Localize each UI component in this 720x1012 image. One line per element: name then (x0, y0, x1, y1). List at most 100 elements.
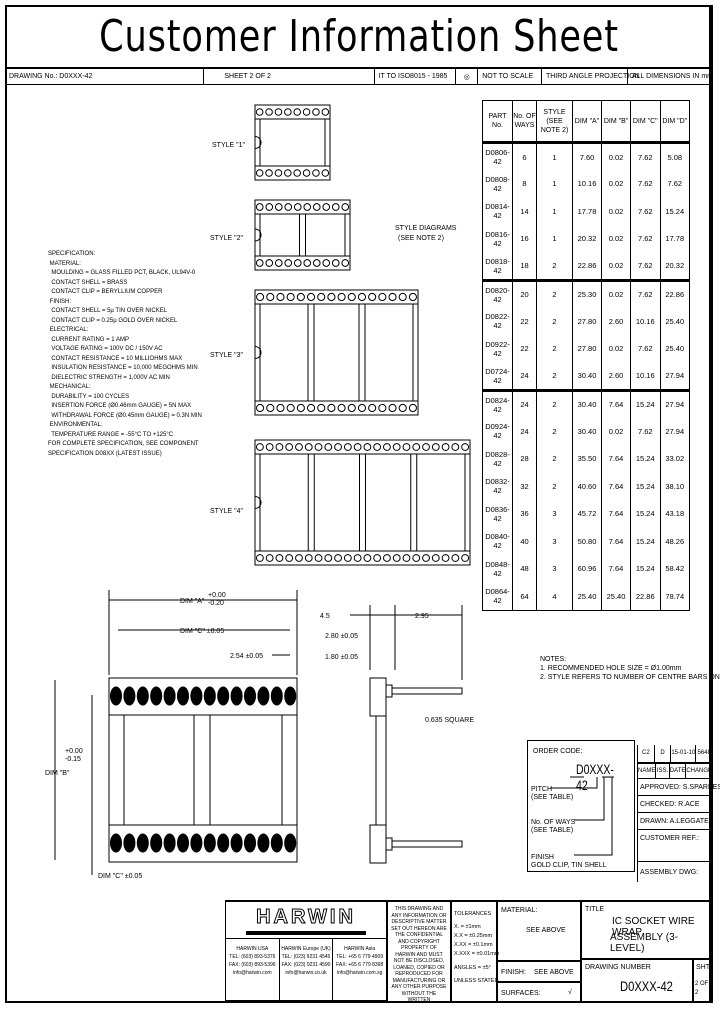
material-value: SEE ABOVE (526, 927, 566, 934)
table-cell: 50.80 (571, 527, 603, 555)
spec-line: INSERTION FORCE (Ø0.46mm GAUGE) = 5N MAX (48, 403, 192, 409)
table-cell: 24 (512, 388, 537, 418)
sheet-value: 2 OF 2 (695, 981, 709, 996)
revision-cell: C2 (637, 745, 654, 762)
table-cell: 2 (536, 252, 573, 280)
office-line: FAX: (023) 9231 4590 (281, 962, 331, 968)
info-row: DRAWING No.: D0XXX-42 SHEET 2 OF 2 IT TO… (5, 67, 713, 85)
tolerance-line: X.X = ±0.25mm (454, 933, 493, 939)
table-cell: 22.86 (659, 278, 690, 308)
pin (123, 833, 136, 853)
pin (177, 833, 189, 853)
pin (451, 443, 460, 451)
pin (230, 686, 243, 706)
tolerance-line: UNLESS STATED (454, 978, 499, 984)
spec-line: CONTACT CLIP = 0.25µ GOLD OVER NICKEL (48, 317, 178, 324)
spec-line: ELECTRICAL: (48, 327, 89, 333)
table-cell: 5.08 (659, 142, 690, 170)
table-cell: 7.62 (630, 335, 661, 363)
office-line: info@harwin.com.sg (336, 970, 383, 976)
table-cell: 2.60 (601, 362, 632, 390)
drawing-number: DRAWING No.: D0XXX-42 (5, 69, 205, 84)
table-cell: 22 (512, 335, 537, 363)
table-cell: 58.42 (659, 555, 690, 583)
socket-style-drawing (254, 104, 331, 181)
table-cell: 32 (512, 472, 537, 500)
order-finish-note: GOLD CLIP, TIN SHELL (531, 862, 607, 869)
table-cell: 35.50 (571, 445, 603, 473)
revision-cell: NAME (637, 764, 655, 778)
table-cell: 20 (512, 278, 537, 308)
pin (302, 108, 311, 116)
table-cell: 7.62 (630, 142, 661, 170)
drawing-number-cell: DRAWING NUMBER D0XXX-42 (581, 959, 693, 1003)
table-cell: 15.24 (630, 555, 661, 583)
pin (347, 292, 356, 302)
table-cell: 40.60 (571, 472, 603, 500)
pin (295, 443, 303, 451)
harwin-logo: HARWIN (225, 901, 387, 939)
pin (296, 403, 305, 413)
table-cell: 2 (536, 278, 573, 308)
pin (334, 443, 342, 451)
sheet-number: SHEET 2 OF 2 (204, 69, 375, 84)
table-cell: 2 (536, 335, 573, 363)
pin (244, 833, 256, 853)
pin (255, 203, 264, 211)
dim-a-label: DIM "A" (180, 598, 205, 605)
pin (203, 686, 216, 706)
finish-label: FINISH: (501, 969, 526, 976)
table-cell: D0822-42 (482, 307, 513, 335)
finish-value: SEE ABOVE (534, 969, 574, 976)
pin (317, 292, 326, 302)
pin (296, 292, 305, 302)
pin (312, 108, 320, 116)
table-cell: 7.64 (601, 388, 632, 418)
dim-2-80: 2.80 ±0.05 (325, 633, 358, 640)
pin (327, 292, 336, 302)
title-cell: TITLE IC SOCKET WIRE WRAP ASSEMBLY (3-LE… (581, 901, 713, 959)
table-cell: 7.64 (601, 445, 632, 473)
spec-line: WITHDRAWAL FORCE (Ø0.45mm GAUGE) = 0.3N … (48, 412, 202, 419)
projection-symbol-icon: ◎ (456, 69, 479, 84)
pin (274, 203, 283, 211)
table-cell: D0922-42 (482, 335, 513, 363)
pin (324, 443, 333, 451)
pin (304, 443, 313, 451)
finish-cell: FINISH: SEE ABOVE (497, 961, 581, 982)
pin (314, 443, 323, 451)
table-cell: 2 (536, 388, 573, 418)
pin (293, 108, 301, 116)
surfaces-cell: SURFACES: √ (497, 982, 581, 1003)
pin (275, 554, 284, 562)
office-line: TEL: (023) 9231 4545 (281, 954, 331, 960)
pin (337, 403, 346, 413)
table-cell: 24 (512, 362, 537, 390)
pin (337, 292, 346, 302)
pin (284, 833, 297, 853)
tolerance-line: X.XXX = ±0.01mm (454, 951, 500, 957)
office-line: TEL: +65 6 779 4909 (336, 954, 384, 960)
pin (347, 403, 356, 413)
scale-note: NOT TO SCALE (478, 69, 542, 84)
pin (422, 443, 430, 451)
iso-standard: IT TO ISO8015 - 1985 (375, 69, 457, 84)
pin (285, 443, 294, 451)
table-cell: 7.60 (571, 142, 603, 170)
pin (163, 686, 176, 706)
table-cell: D0848-42 (482, 555, 513, 583)
table-cell: 16 (512, 225, 537, 253)
table-cell: D0828-42 (482, 445, 513, 473)
col-dim-d: DIM "D" (659, 100, 690, 144)
spec-line: MECHANICAL: (48, 384, 91, 390)
pin (217, 833, 230, 853)
title-label: TITLE (585, 906, 605, 913)
table-cell: 38.10 (659, 472, 690, 500)
table-cell: 15.24 (630, 445, 661, 473)
sheet-label: SHT (696, 964, 710, 971)
